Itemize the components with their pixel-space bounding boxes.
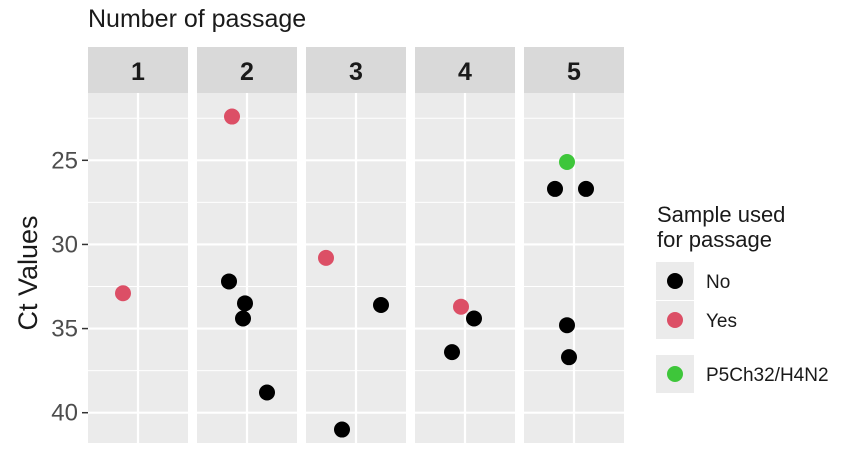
y-axis-label: Ct Values bbox=[13, 215, 43, 330]
y-tick-label: 40 bbox=[51, 400, 78, 427]
facet-panel-3: 3 bbox=[306, 47, 406, 443]
facet-strip-label: 3 bbox=[349, 58, 363, 86]
y-axis-ticks: 25 30 35 40 bbox=[51, 147, 88, 427]
facet-strip bbox=[524, 47, 624, 93]
legend-title-line-1: Sample used bbox=[657, 202, 785, 227]
legend-key-marker bbox=[667, 366, 683, 382]
data-point-no bbox=[334, 421, 350, 438]
data-points bbox=[115, 108, 594, 438]
facet-strip-label: 4 bbox=[458, 58, 472, 86]
data-point-p5 bbox=[559, 153, 575, 170]
legend-key-marker bbox=[667, 312, 683, 328]
y-tick-label: 30 bbox=[51, 231, 78, 258]
facet-panel-4: 4 bbox=[415, 47, 515, 443]
facet-strip bbox=[415, 47, 515, 93]
data-point-no bbox=[561, 349, 577, 366]
data-point-yes bbox=[453, 298, 469, 315]
facet-panel-1: 1 bbox=[88, 47, 188, 443]
facet-panels: 1 2 3 4 5 bbox=[88, 47, 624, 443]
facet-strip bbox=[88, 47, 188, 93]
y-tick-label: 35 bbox=[51, 316, 78, 343]
facet-strip-label: 1 bbox=[131, 58, 145, 86]
data-point-no bbox=[559, 317, 575, 334]
data-point-no bbox=[235, 310, 251, 327]
data-point-no bbox=[237, 295, 253, 312]
y-tick-label: 25 bbox=[51, 147, 78, 174]
data-point-yes bbox=[224, 108, 240, 125]
legend-title-line-2: for passage bbox=[657, 227, 772, 252]
legend-label: P5Ch32/H4N2 bbox=[706, 365, 829, 386]
data-point-no bbox=[221, 273, 237, 290]
legend-key-marker bbox=[667, 273, 683, 289]
legend-label: Yes bbox=[706, 311, 737, 332]
legend-item-p5: P5Ch32/H4N2 bbox=[656, 355, 829, 393]
facet-strip bbox=[306, 47, 406, 93]
legend-item-no: No bbox=[656, 262, 730, 300]
data-point-yes bbox=[115, 285, 131, 302]
facet-strip bbox=[197, 47, 297, 93]
legend-item-yes: Yes bbox=[656, 301, 737, 339]
facet-strip-label: 2 bbox=[240, 58, 254, 86]
facet-panel-2: 2 bbox=[197, 47, 297, 443]
data-point-no bbox=[373, 297, 389, 314]
data-point-yes bbox=[318, 249, 334, 266]
data-point-no bbox=[444, 344, 460, 361]
chart-title: Number of passage bbox=[88, 5, 306, 33]
data-point-no bbox=[578, 180, 594, 197]
facet-strip-label: 5 bbox=[567, 58, 581, 86]
facet-panel-5: 5 bbox=[524, 47, 624, 443]
legend-label: No bbox=[706, 272, 730, 293]
data-point-no bbox=[259, 384, 275, 401]
data-point-no bbox=[466, 310, 482, 327]
data-point-no bbox=[547, 180, 563, 197]
